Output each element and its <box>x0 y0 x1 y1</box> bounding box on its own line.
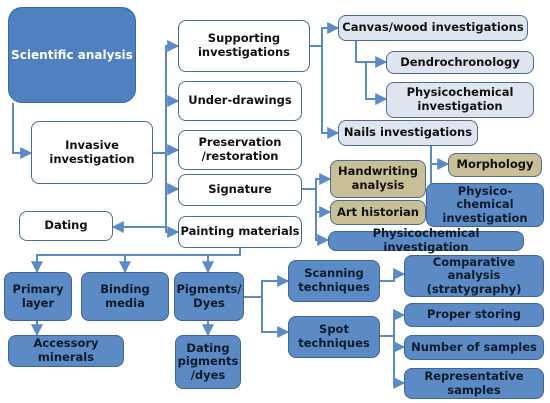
node-primary-layer: Primary layer <box>4 272 72 321</box>
node-nails-investigations: Nails investigations <box>338 120 478 146</box>
node-art-historian: Art historian <box>330 200 426 225</box>
node-scanning-techniques: Scanning techniques <box>288 260 380 302</box>
node-scientific-analysis: Scientific analysis <box>8 7 136 103</box>
node-proper-storing: Proper storing <box>404 303 544 327</box>
node-number-of-samples: Number of samples <box>404 335 544 360</box>
node-signature: Signature <box>178 174 302 206</box>
node-dating-pigments-dyes: Dating pigments /dyes <box>175 335 241 389</box>
node-canvas-wood-investigations: Canvas/wood investigations <box>338 15 528 41</box>
node-morphology: Morphology <box>448 153 542 177</box>
node-comparative-analysis: Comparative analysis (stratygraphy) <box>404 255 544 297</box>
node-physico-chemical-investigation: Physico- chemical investigation <box>426 183 544 227</box>
node-dendrochronology: Dendrochronology <box>386 51 534 74</box>
node-dating: Dating <box>19 211 113 241</box>
node-pigments-dyes: Pigments/ Dyes <box>174 272 244 321</box>
node-under-drawings: Under-drawings <box>178 81 302 121</box>
node-handwriting-analysis: Handwriting analysis <box>330 160 426 198</box>
node-representative-samples: Representative samples <box>404 368 544 399</box>
node-accessory-minerals: Accessory minerals <box>8 335 124 367</box>
node-supporting-investigations: Supporting investigations <box>178 20 310 72</box>
node-physicochemical-investigation-wide: Physicochemical investigation <box>328 227 524 254</box>
node-preservation-restoration: Preservation /restoration <box>178 130 302 170</box>
node-invasive-investigation: Invasive investigation <box>31 121 153 184</box>
node-painting-materials: Painting materials <box>178 216 302 248</box>
node-binding-media: Binding media <box>81 272 169 321</box>
node-physicochemical-investigation-top: Physicochemical investigation <box>386 82 534 118</box>
node-spot-techniques: Spot techniques <box>288 316 380 358</box>
